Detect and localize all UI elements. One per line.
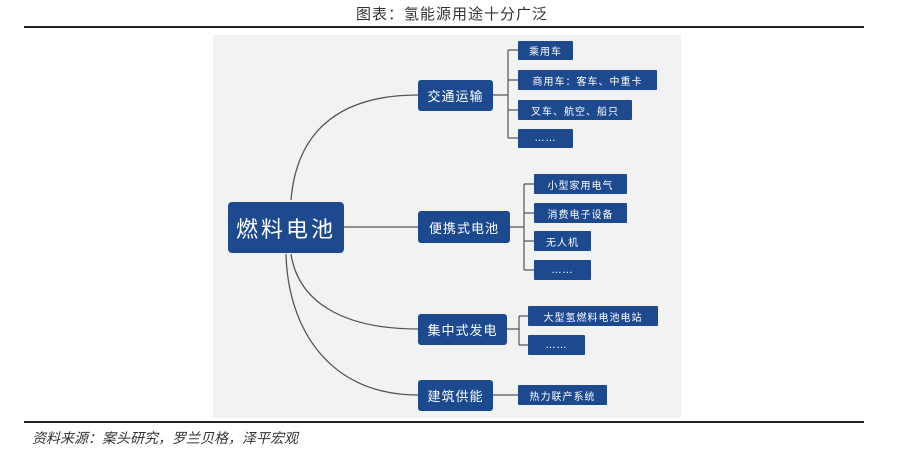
leaf-chp-system: 热力联产系统 bbox=[518, 385, 607, 405]
leaf-power-more: …… bbox=[528, 335, 585, 355]
figure-caption: 图表：氢能源用途十分广泛 bbox=[355, 5, 548, 23]
bottom-rule bbox=[24, 421, 864, 423]
leaf-portable-more: …… bbox=[534, 260, 591, 280]
category-portable-battery: 便携式电池 bbox=[418, 211, 510, 243]
leaf-home-appliance: 小型家用电气 bbox=[534, 174, 627, 194]
link-root-power bbox=[290, 253, 419, 330]
bracket-portable bbox=[510, 183, 534, 271]
leaf-forklift-aviation-ship: 叉车、航空、船只 bbox=[518, 100, 632, 120]
link-root-transport bbox=[290, 94, 419, 201]
category-building-energy: 建筑供能 bbox=[418, 380, 493, 411]
leaf-commercial-vehicle: 商用车：客车、中重卡 bbox=[518, 70, 657, 90]
leaf-drone: 无人机 bbox=[534, 231, 591, 251]
category-central-power: 集中式发电 bbox=[418, 314, 507, 345]
root-node-fuel-cell: 燃料电池 bbox=[228, 202, 344, 253]
link-root-building bbox=[285, 253, 419, 396]
leaf-hydrogen-power-station: 大型氢燃料电池电站 bbox=[528, 306, 658, 326]
leaf-transport-more: …… bbox=[518, 129, 573, 148]
leaf-consumer-electronics: 消费电子设备 bbox=[534, 203, 627, 223]
bracket-transport bbox=[493, 49, 518, 139]
top-rule bbox=[24, 26, 864, 28]
leaf-passenger-car: 乘用车 bbox=[518, 41, 573, 60]
source-note: 资料来源：案头研究，罗兰贝格，泽平宏观 bbox=[32, 431, 298, 447]
bracket-power bbox=[507, 315, 528, 346]
category-transport: 交通运输 bbox=[418, 80, 493, 111]
